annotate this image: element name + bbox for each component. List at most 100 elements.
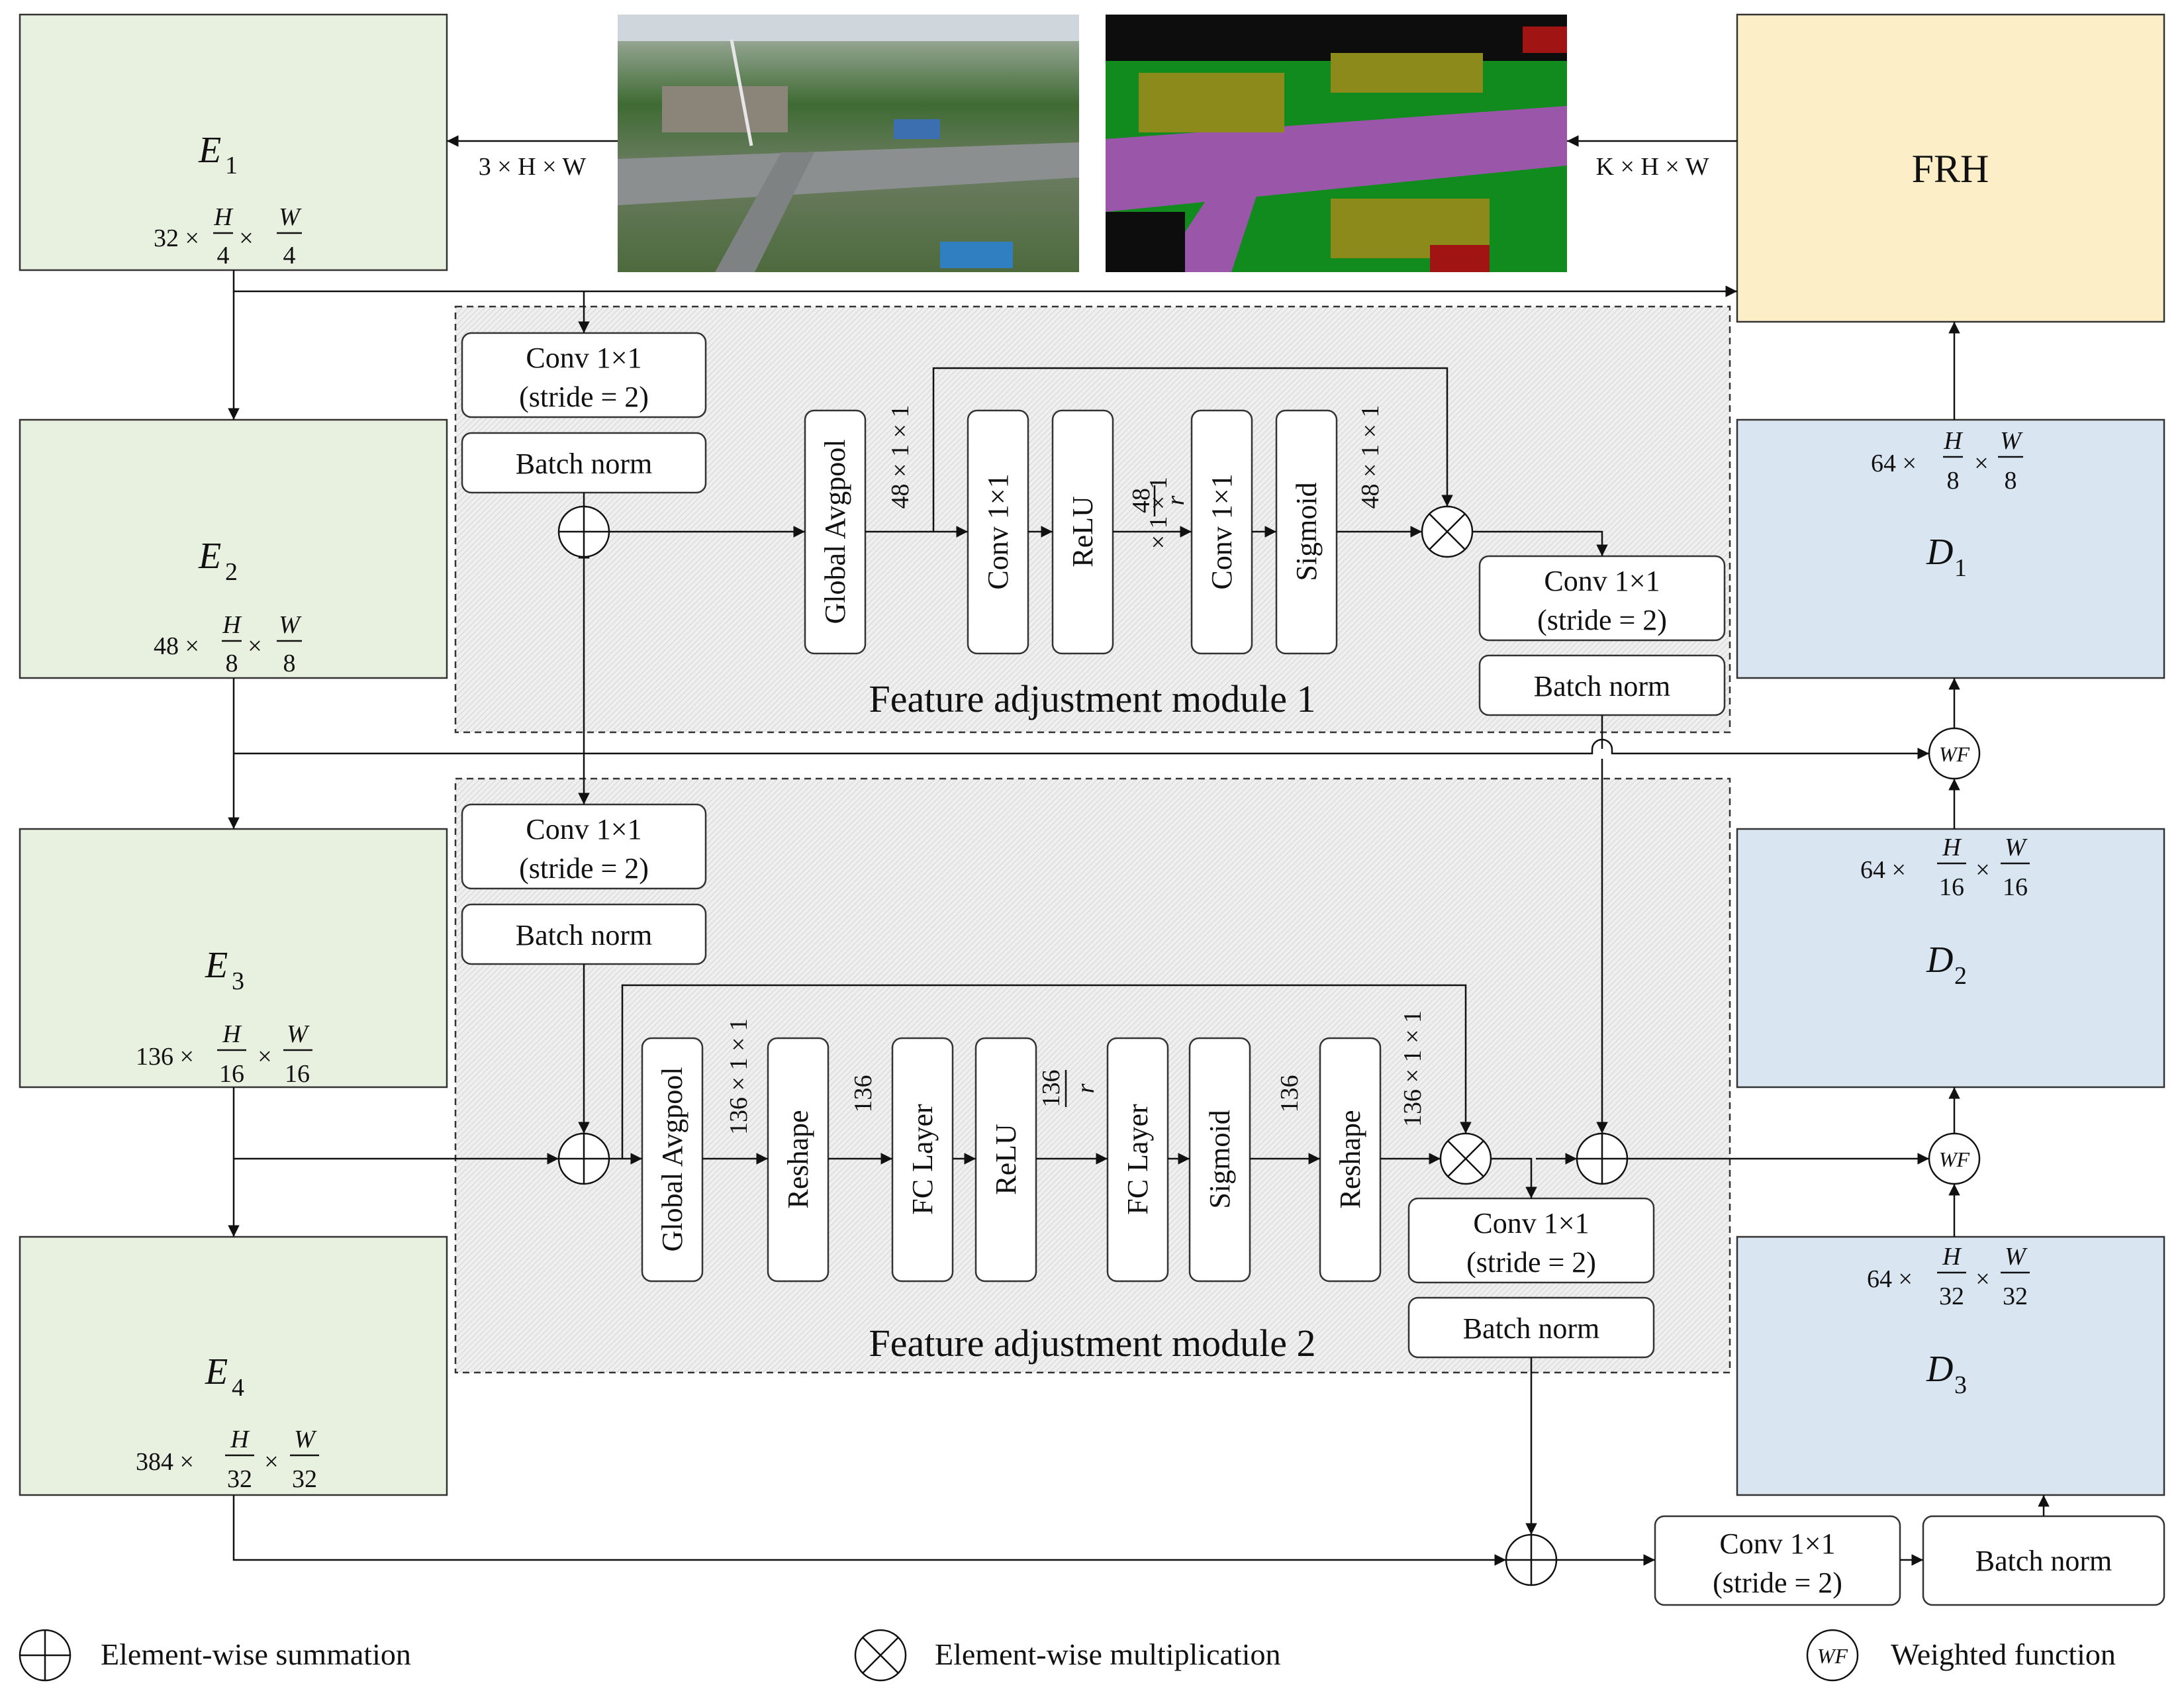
svg-text:Global Avgpool: Global Avgpool <box>656 1067 688 1251</box>
encoder-label: E <box>198 130 221 171</box>
fam2-fc-layer-b: FC Layer <box>1106 1037 1169 1283</box>
fam2-flat-label: 136 <box>849 1075 877 1113</box>
fam1-dim-label: 48 × 1 × 1 <box>886 405 914 509</box>
encoder-w-den: 8 <box>283 650 296 677</box>
decoder-label: D <box>1926 532 1953 573</box>
sum-operator-1 <box>557 505 610 558</box>
svg-text:Batch norm: Batch norm <box>1975 1545 2113 1577</box>
encoder-block-e4: E 4 384 × H 32 × W 32 <box>19 1235 448 1496</box>
decoder-w-num: W <box>2005 1243 2028 1271</box>
encoder-w-num: W <box>279 611 302 639</box>
svg-text:48: 48 <box>1127 488 1155 513</box>
encoder-channels: 32 × <box>154 224 199 252</box>
fam2-output-conv: Conv 1×1 (stride = 2) <box>1407 1197 1655 1284</box>
encoder-block-e2: E 2 48 × H 8 × W 8 <box>19 418 448 679</box>
fam2-title: Feature adjustment module 2 <box>869 1322 1316 1365</box>
fam2-flat2-label: 136 <box>1276 1075 1304 1113</box>
decoder-w-den: 16 <box>2003 873 2028 901</box>
encoder-h-den: 4 <box>217 242 230 269</box>
fam2-relu: ReLU <box>974 1037 1037 1283</box>
encoder-h-num: H <box>230 1426 250 1453</box>
decoder-h-num: H <box>1942 1243 1962 1271</box>
decoder-h-den: 32 <box>1939 1283 1964 1310</box>
decoder-channels: 64 × <box>1860 856 1906 884</box>
svg-text:(stride = 2): (stride = 2) <box>1713 1567 1842 1599</box>
decoder-label: D <box>1926 1349 1953 1390</box>
encoder-w-num: W <box>287 1020 310 1048</box>
svg-text:×: × <box>239 224 253 252</box>
bottom-conv: Conv 1×1 (stride = 2) <box>1654 1515 1901 1606</box>
fam2-input-batchnorm: Batch norm <box>461 903 707 965</box>
legend-sum-label: Element-wise summation <box>101 1637 411 1671</box>
fam1-output-conv: Conv 1×1 (stride = 2) <box>1478 555 1726 642</box>
decoder-subscript: 2 <box>1954 962 1967 990</box>
encoder-w-num: W <box>294 1426 317 1453</box>
fam2-sigmoid: Sigmoid <box>1188 1037 1251 1283</box>
encoder-channels: 48 × <box>154 632 199 660</box>
legend-wf-icon: WF <box>1806 1629 1859 1682</box>
svg-text:Sigmoid: Sigmoid <box>1204 1110 1236 1208</box>
fam1-input-conv: Conv 1×1 (stride = 2) <box>461 332 707 418</box>
svg-text:136: 136 <box>1037 1070 1065 1108</box>
svg-text:FC Layer: FC Layer <box>906 1104 939 1215</box>
svg-text:WF: WF <box>1817 1644 1848 1668</box>
svg-text:(stride = 2): (stride = 2) <box>1537 604 1667 636</box>
encoder-h-num: H <box>213 203 234 231</box>
svg-text:Conv 1×1: Conv 1×1 <box>1719 1527 1835 1560</box>
svg-text:r: r <box>1162 495 1190 505</box>
decoder-w-den: 8 <box>2005 467 2017 495</box>
encoder-w-num: W <box>279 203 302 231</box>
svg-text:ReLU: ReLU <box>1067 496 1099 567</box>
decoder-block-d1: 64 × H 8 × W 8 D 1 <box>1736 418 2165 679</box>
fam2-input-conv: Conv 1×1 (stride = 2) <box>461 803 707 890</box>
svg-text:×: × <box>1975 856 1989 884</box>
wf-operator-1: WF <box>1928 727 1981 780</box>
encoder-channels: 384 × <box>136 1448 194 1476</box>
frh-block: FRH <box>1736 13 2165 323</box>
encoder-w-den: 4 <box>283 242 296 269</box>
wf-operator-2: WF <box>1928 1132 1981 1185</box>
fam1-conv-a: Conv 1×1 <box>967 409 1029 655</box>
segmentation-mask-image <box>1106 15 1567 272</box>
decoder-subscript: 1 <box>1954 554 1967 582</box>
decoder-h-num: H <box>1942 834 1962 861</box>
svg-text:×: × <box>1975 1265 1989 1293</box>
encoder-label: E <box>205 1351 228 1392</box>
fam1-output-batchnorm: Batch norm <box>1478 654 1726 716</box>
mult-operator-1 <box>1421 505 1474 558</box>
frh-label: FRH <box>1912 147 1989 191</box>
decoder-subscript: 3 <box>1954 1371 1967 1399</box>
svg-text:Conv 1×1: Conv 1×1 <box>1473 1207 1589 1239</box>
svg-text:(stride = 2): (stride = 2) <box>519 381 649 413</box>
encoder-h-den: 8 <box>226 650 238 677</box>
fam1-global-avgpool: Global Avgpool <box>804 409 867 655</box>
encoder-channels: 136 × <box>136 1043 194 1071</box>
svg-text:Reshape: Reshape <box>1334 1110 1366 1208</box>
fam2-global-avgpool: Global Avgpool <box>641 1037 704 1283</box>
svg-text:r: r <box>1072 1083 1100 1093</box>
mult-operator-2 <box>1439 1132 1492 1185</box>
fam1-sigmoid: Sigmoid <box>1275 409 1338 655</box>
svg-text:Batch norm: Batch norm <box>1534 670 1671 702</box>
decoder-block-d2: 64 × H 16 × W 16 D 2 <box>1736 828 2165 1089</box>
fam1-title: Feature adjustment module 1 <box>869 677 1316 720</box>
svg-text:Global Avgpool: Global Avgpool <box>819 439 851 624</box>
fam1-reduced-dim-label: 48 r × 1 × 1 <box>1127 477 1190 549</box>
connectors <box>228 135 2050 1566</box>
svg-text:×: × <box>258 1043 271 1071</box>
decoder-block-d3: 64 × H 32 × W 32 D 3 <box>1736 1235 2165 1496</box>
encoder-block-e3: E 3 136 × H 16 × W 16 <box>19 828 448 1089</box>
svg-text:ReLU: ReLU <box>990 1124 1022 1195</box>
svg-text:×: × <box>1974 450 1988 477</box>
sum-operator-3 <box>1576 1132 1629 1185</box>
fam1-relu: ReLU <box>1051 409 1114 655</box>
svg-text:Reshape: Reshape <box>782 1110 814 1208</box>
legend-sum-icon <box>19 1629 71 1682</box>
fam2-reduced-label: 136 r <box>1037 1070 1100 1108</box>
fam2-reshape-a: Reshape <box>767 1037 830 1283</box>
fam2-reshape-b: Reshape <box>1319 1037 1382 1283</box>
fam1-conv-b: Conv 1×1 <box>1190 409 1253 655</box>
encoder-h-den: 16 <box>219 1060 244 1088</box>
svg-text:Batch norm: Batch norm <box>516 448 653 480</box>
svg-text:Batch norm: Batch norm <box>516 919 653 951</box>
